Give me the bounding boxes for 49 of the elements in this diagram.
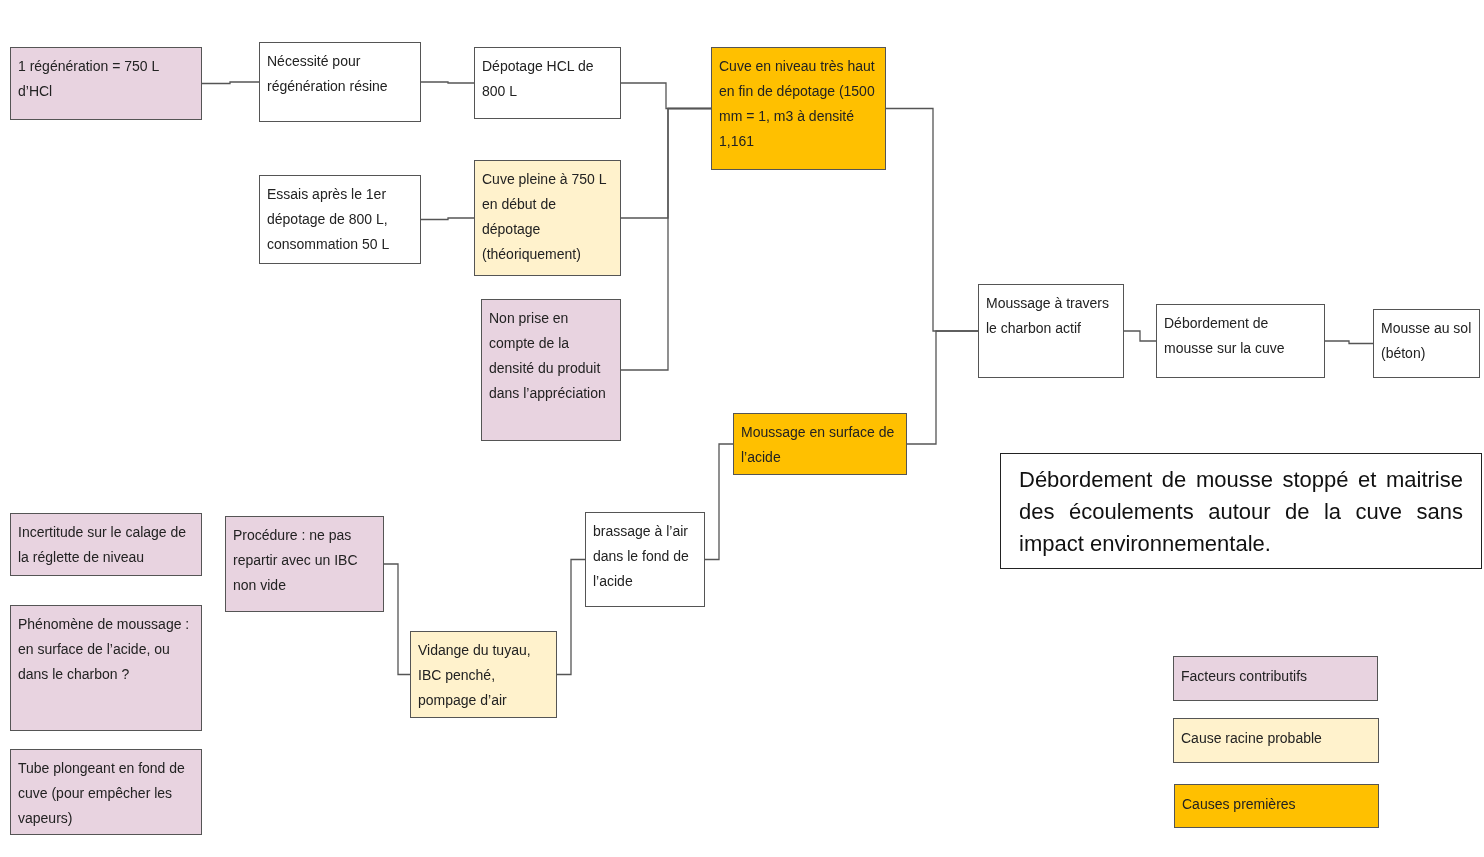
event-box (259, 42, 421, 122)
box-label: Cuve en niveau très haut en fin de dépotage (1500 mm = 1, m3 à densité 1,161 (719, 57, 876, 151)
connector-line (620, 107, 712, 371)
box-label: Nécessité pour régénération résine (267, 52, 389, 96)
box-label: Moussage en surface de l’acide (741, 423, 896, 467)
connector-line (201, 81, 260, 85)
factor-box (10, 513, 202, 576)
note-box (1000, 453, 1482, 569)
event-box (585, 512, 705, 607)
box-label: Non prise en compte de la densité du produit dans l’appréciation (489, 309, 607, 403)
primary-cause-box (711, 47, 886, 170)
legend-label: Cause racine probable (1181, 730, 1322, 746)
box-label: Phénomène de moussage : en surface de l’acide, ou dans le charbon ? (18, 615, 191, 684)
box-label: Cuve pleine à 750 L en début de dépotage (théoriquement) (482, 170, 608, 264)
root-cause-box (474, 160, 621, 276)
connector-line (1324, 340, 1374, 345)
connector-line (704, 443, 734, 561)
factor-box (10, 749, 202, 835)
connector-line (556, 558, 586, 676)
connector-line (420, 217, 475, 221)
event-box (978, 284, 1124, 378)
primary-cause-box (733, 413, 907, 475)
box-label: Incertitude sur le calage de la réglette de niveau (18, 523, 188, 567)
connector-line (420, 81, 475, 84)
legend-label: Causes premières (1182, 796, 1296, 812)
box-label: Mousse au sol (béton) (1381, 319, 1472, 363)
legend-label: Facteurs contributifs (1181, 668, 1308, 684)
connector-line (1123, 330, 1157, 342)
factor-box (225, 516, 384, 612)
factor-box (10, 605, 202, 731)
box-label: Dépotage HCL de 800 L (482, 57, 595, 101)
box-label: Moussage à travers le charbon actif (986, 294, 1110, 338)
root-cause-box (410, 631, 557, 718)
box-label: 1 régénération = 750 L d’HCl (18, 57, 160, 101)
factor-box (10, 47, 202, 120)
note-text: Débordement de mousse stoppé et maitrise des écoulements autour de la cuve sans impact environnementale. (1019, 466, 1463, 558)
box-label: brassage à l’air dans le fond de l’acide (593, 522, 690, 591)
box-label: Tube plongeant en fond de cuve (pour empêcher les vapeurs) (18, 759, 186, 828)
connector-line (383, 563, 411, 676)
box-label: Essais après le 1er dépotage de 800 L, consommation 50 L (267, 185, 391, 254)
box-label: Procédure : ne pas repartir avec un IBC non vide (233, 526, 359, 595)
connector-line (906, 330, 979, 445)
box-label: Débordement de mousse sur la cuve (1164, 314, 1286, 358)
factor-box (481, 299, 621, 441)
event-box (474, 47, 621, 119)
event-box (1156, 304, 1325, 378)
event-box (259, 175, 421, 264)
event-box (1373, 309, 1480, 378)
box-label: Vidange du tuyau, IBC penché, pompage d’air (418, 641, 532, 710)
